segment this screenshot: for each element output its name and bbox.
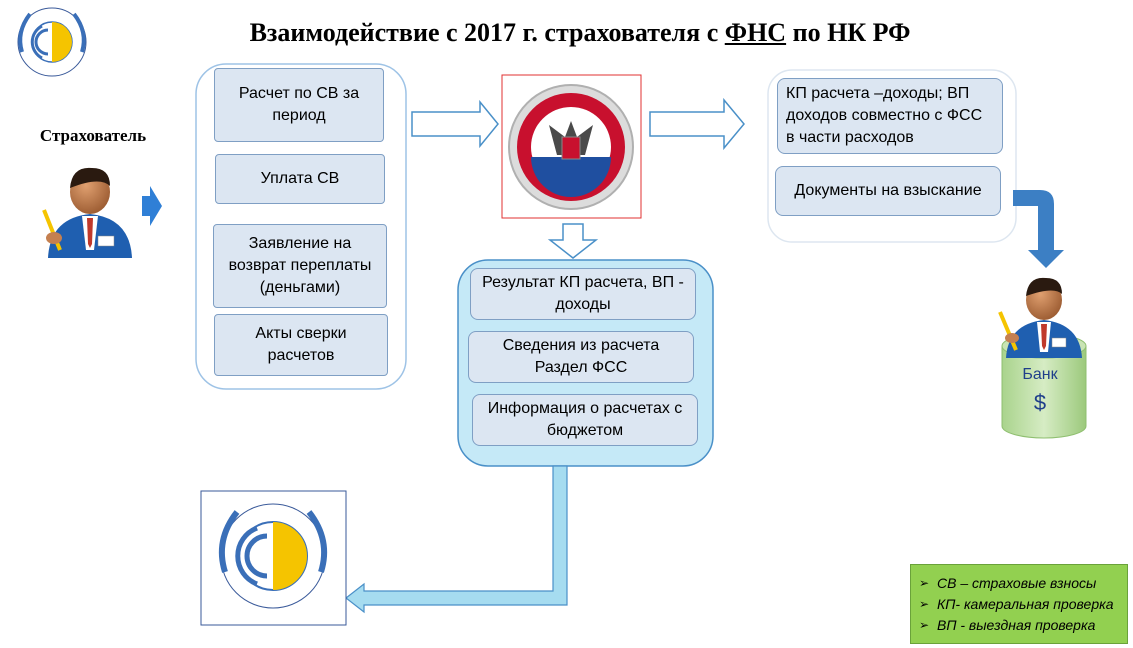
- left-item-payment: Уплата СВ: [215, 154, 385, 204]
- left-item-refund: Заявление на возврат переплаты (деньгами…: [213, 224, 387, 308]
- insurer-label: Страхователь: [39, 126, 147, 145]
- legend: ➢ СВ – страховые взносы ➢ КП- камеральна…: [910, 564, 1128, 644]
- left-item-reconciliation: Акты сверки расчетов: [214, 314, 388, 376]
- legend-item: ➢ СВ – страховые взносы: [919, 573, 1121, 594]
- center-item-results: Результат КП расчета, ВП - доходы: [470, 268, 696, 320]
- insurer-arrow-icon: [142, 186, 162, 226]
- legend-item: ➢ ВП - выездная проверка: [919, 615, 1121, 636]
- center-item-fss-section: Сведения из расчета Раздел ФСС: [468, 331, 694, 383]
- legend-item-text: СВ – страховые взносы: [937, 575, 1097, 591]
- legend-item-text: ВП - выездная проверка: [937, 617, 1096, 633]
- chevron-right-icon: ➢: [919, 618, 930, 632]
- fss-logo-icon: [17, 7, 87, 77]
- right-item-inspection: КП расчета –доходы; ВП доходов совместно…: [777, 78, 1003, 154]
- legend-item: ➢ КП- камеральная проверка: [919, 594, 1121, 615]
- arrow-to-bank: [1013, 190, 1064, 268]
- right-item-collection: Документы на взыскание: [775, 166, 1001, 216]
- bank-dollar-symbol: $: [1033, 390, 1047, 415]
- arrow-to-fss: [345, 465, 568, 614]
- bank-person-icon: [998, 277, 1082, 358]
- legend-item-text: КП- камеральная проверка: [937, 596, 1114, 612]
- left-item-calc: Расчет по СВ за период: [214, 68, 384, 142]
- arrow-to-fns: [411, 99, 499, 149]
- page-title: Взаимодействие с 2017 г. страхователя с …: [150, 18, 1010, 48]
- bank-label: Банк: [1022, 366, 1058, 383]
- arrow-to-right-group: [649, 97, 745, 151]
- insurer-person-icon: [42, 167, 132, 258]
- title-suffix: по НК РФ: [786, 18, 911, 47]
- center-item-budget-info: Информация о расчетах с бюджетом: [472, 394, 698, 446]
- title-fns: ФНС: [724, 18, 787, 47]
- chevron-right-icon: ➢: [919, 576, 930, 590]
- fns-emblem-icon: [508, 84, 634, 210]
- title-prefix: Взаимодействие с 2017 г. страхователя с: [249, 18, 725, 47]
- fss-logo-large-icon: [218, 503, 328, 609]
- chevron-right-icon: ➢: [919, 597, 930, 611]
- arrow-down-to-center: [547, 223, 599, 259]
